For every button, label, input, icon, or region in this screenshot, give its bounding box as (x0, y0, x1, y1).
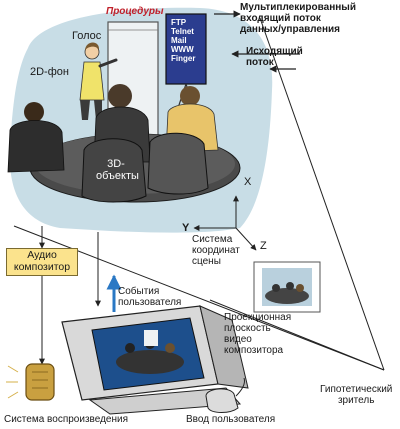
multiplexed-line3: данных/управления (240, 24, 340, 35)
playback-system-label: Система воспроизведения (4, 414, 128, 425)
projection-plane-label: Проекционная плоскость видео композитора (224, 312, 291, 356)
projection-line3: видео (224, 334, 252, 345)
procedures-label: Процедуры (106, 6, 164, 17)
background-2d-label: 2D-фон (30, 66, 69, 78)
viewer-line2: зритель (337, 395, 375, 406)
multiplexed-line1: Мультиплекированный (240, 2, 356, 13)
board-item-finger: Finger (171, 54, 196, 63)
scene-coords-line2: координат (192, 245, 240, 256)
objects-3d-line2: объекты (96, 170, 139, 182)
outgoing-line2: поток (246, 57, 274, 68)
attendee-left (7, 102, 65, 173)
objects-3d-label: 3D- объекты (96, 158, 139, 182)
scene-coords-line1: Система (192, 234, 233, 245)
voice-label: Голос (72, 30, 102, 42)
projection-line4: композитора (224, 345, 284, 356)
chair-front-right (147, 132, 209, 195)
monitor (61, 305, 249, 415)
audio-compositor-line1: Аудио (27, 249, 57, 261)
projection-line1: Проекционная (224, 312, 292, 323)
audio-compositor-line2: композитор (13, 261, 71, 273)
board-item-telnet: Telnet (171, 27, 194, 36)
chair-front-center (81, 138, 147, 203)
board-item-mail: Mail (171, 36, 187, 45)
axis-z-line (235, 227, 257, 251)
multiplexed-line2: входящий поток (240, 13, 321, 24)
audio-compositor-box: Аудио композитор (6, 248, 78, 276)
axis-y-label: Y (182, 222, 190, 234)
objects-3d-line1: 3D- (107, 158, 125, 170)
outgoing-line1: Исходящий (246, 46, 303, 57)
board-services-list: FTP Telnet Mail WWW Finger (171, 18, 195, 63)
hypothetical-viewer-label: Гипотетический зритель (320, 384, 392, 406)
viewer-line1: Гипотетический (320, 384, 393, 395)
scene-coords-line3: сцены (192, 256, 221, 267)
projection-line2: плоскость (224, 323, 271, 334)
projection-line-top (259, 17, 385, 371)
user-input-label: Ввод пользователя (186, 414, 276, 425)
outgoing-stream-label: Исходящий поток (246, 46, 303, 68)
viewer-line-to-monitor (209, 299, 385, 371)
axis-x-label: X (244, 176, 252, 188)
multiplexed-stream-label: Мультиплекированный входящий поток данны… (240, 2, 356, 35)
user-events-line2: пользователя (118, 297, 182, 308)
user-events-label: События пользователя (118, 286, 181, 308)
presenter-figure (79, 42, 118, 120)
mouse (205, 377, 245, 413)
scene-coordinates-label: Система координат сцены (192, 234, 240, 267)
user-events-line1: События (118, 286, 160, 297)
axis-z-label: Z (260, 240, 267, 252)
board-item-ftp: FTP (171, 18, 187, 27)
speaker (6, 363, 55, 401)
board-item-www: WWW (171, 45, 194, 54)
